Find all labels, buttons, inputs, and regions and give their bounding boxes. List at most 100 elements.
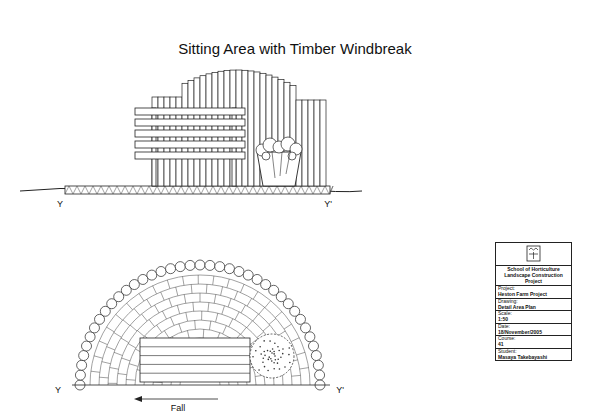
- shrub-dot: [267, 350, 269, 352]
- edging-log: [175, 262, 185, 272]
- shrub-dot: [274, 355, 276, 357]
- shrub-dot: [284, 366, 286, 368]
- shrub-dot: [271, 352, 273, 354]
- edging-log: [205, 260, 215, 270]
- shrub-dot: [282, 348, 284, 350]
- shrub-dot: [273, 362, 275, 364]
- fall-arrow: [140, 399, 218, 400]
- shrub-dot: [271, 360, 273, 362]
- bench-slat: [135, 108, 245, 115]
- shrub-stems: [272, 152, 290, 178]
- edging-log: [166, 264, 176, 274]
- windbreak-board: [224, 70, 230, 186]
- shrub-dot: [277, 362, 279, 364]
- windbreak-board: [218, 71, 224, 186]
- shrub-dot: [275, 359, 277, 361]
- shrub-dot: [262, 361, 264, 363]
- edging-log: [301, 323, 311, 333]
- title-block-text: School of Horticulture Landscape Constru…: [496, 265, 571, 285]
- shrub-dot: [269, 340, 271, 342]
- bench-slat-plan: [140, 346, 250, 347]
- shrub-dot: [274, 343, 276, 345]
- slab-hatch: [65, 186, 333, 194]
- bench-slat-plan: [140, 364, 250, 365]
- shrub-plan: [250, 334, 294, 378]
- section-label: Y': [324, 199, 332, 209]
- shrub-dot: [259, 346, 261, 348]
- paving-ring: [90, 275, 310, 385]
- section-label: Y: [55, 385, 61, 395]
- shrub-dot: [268, 356, 270, 358]
- shrub-dot: [288, 354, 290, 356]
- windbreak-board: [236, 70, 242, 186]
- edging-log: [311, 351, 321, 361]
- title-block: School of Horticulture Landscape Constru…: [495, 242, 572, 361]
- edging-log: [195, 260, 205, 270]
- plan: [72, 260, 330, 402]
- logo-crown: [529, 248, 538, 259]
- windbreak-board: [314, 100, 320, 186]
- paving-ring: [99, 284, 301, 385]
- windbreak-board: [230, 70, 236, 186]
- shrub-dot: [262, 357, 264, 359]
- edging-log: [305, 332, 315, 342]
- bench-slat-plan: [140, 355, 250, 356]
- section-label: Y: [57, 199, 63, 209]
- edging-log: [215, 262, 225, 272]
- edging-log: [315, 370, 325, 380]
- planter: [257, 152, 301, 186]
- shrub-dot: [258, 369, 260, 371]
- shrub-dot: [289, 362, 291, 364]
- logo-shield: [527, 246, 540, 261]
- edging-log: [85, 332, 95, 342]
- shrub-dot: [270, 358, 272, 360]
- title-block-text: Date:: [496, 323, 571, 330]
- shrub-dot: [264, 355, 266, 357]
- shrub-dot: [278, 350, 280, 352]
- edging-log: [79, 351, 89, 361]
- paving-ring: [135, 320, 265, 385]
- elevation: [20, 70, 362, 194]
- edging-log: [234, 267, 244, 277]
- shrub-dot: [260, 353, 262, 355]
- fall-arrowhead: [134, 396, 142, 402]
- title-block-text: Student:: [496, 348, 571, 355]
- bench-slat: [135, 119, 245, 126]
- windbreak-board: [248, 71, 254, 186]
- bench-slat: [135, 141, 245, 148]
- shrub-dot: [255, 350, 257, 352]
- shrub-dot: [267, 370, 269, 372]
- shrub-dot: [273, 353, 275, 355]
- shrub-dot: [272, 348, 274, 350]
- title-block-text: Project:: [496, 285, 571, 292]
- edging-log: [75, 370, 85, 380]
- edging-log: [308, 341, 318, 351]
- shrub-dot: [273, 351, 275, 353]
- shrub-dot: [264, 366, 266, 368]
- edging-log: [82, 341, 92, 351]
- windbreak-board: [320, 100, 326, 186]
- edging-log: [313, 360, 323, 370]
- edging-log: [185, 260, 195, 270]
- bench-slat: [135, 152, 245, 159]
- logo: [496, 243, 571, 265]
- shrub-dot: [263, 351, 265, 353]
- title-block-text: Scale:: [496, 310, 571, 317]
- title-block-text: Drawing:: [496, 298, 571, 305]
- bench-plan: [140, 338, 250, 382]
- title-block-text: Masaya Takebayashi: [496, 355, 571, 361]
- windbreak-board: [302, 100, 308, 186]
- shrub-dot: [280, 356, 282, 358]
- section-line: [72, 385, 330, 386]
- section-label: Fall: [171, 403, 186, 413]
- shrub-dot: [268, 359, 270, 361]
- edging-log: [147, 270, 157, 280]
- windbreak-board: [242, 70, 248, 186]
- shrub-dot: [279, 368, 281, 370]
- shrub-dot: [277, 358, 279, 360]
- edging-log: [224, 264, 234, 274]
- drawing-title: Sitting Area with Timber Windbreak: [178, 40, 411, 57]
- bench-slat: [135, 130, 245, 137]
- edging-log: [243, 270, 253, 280]
